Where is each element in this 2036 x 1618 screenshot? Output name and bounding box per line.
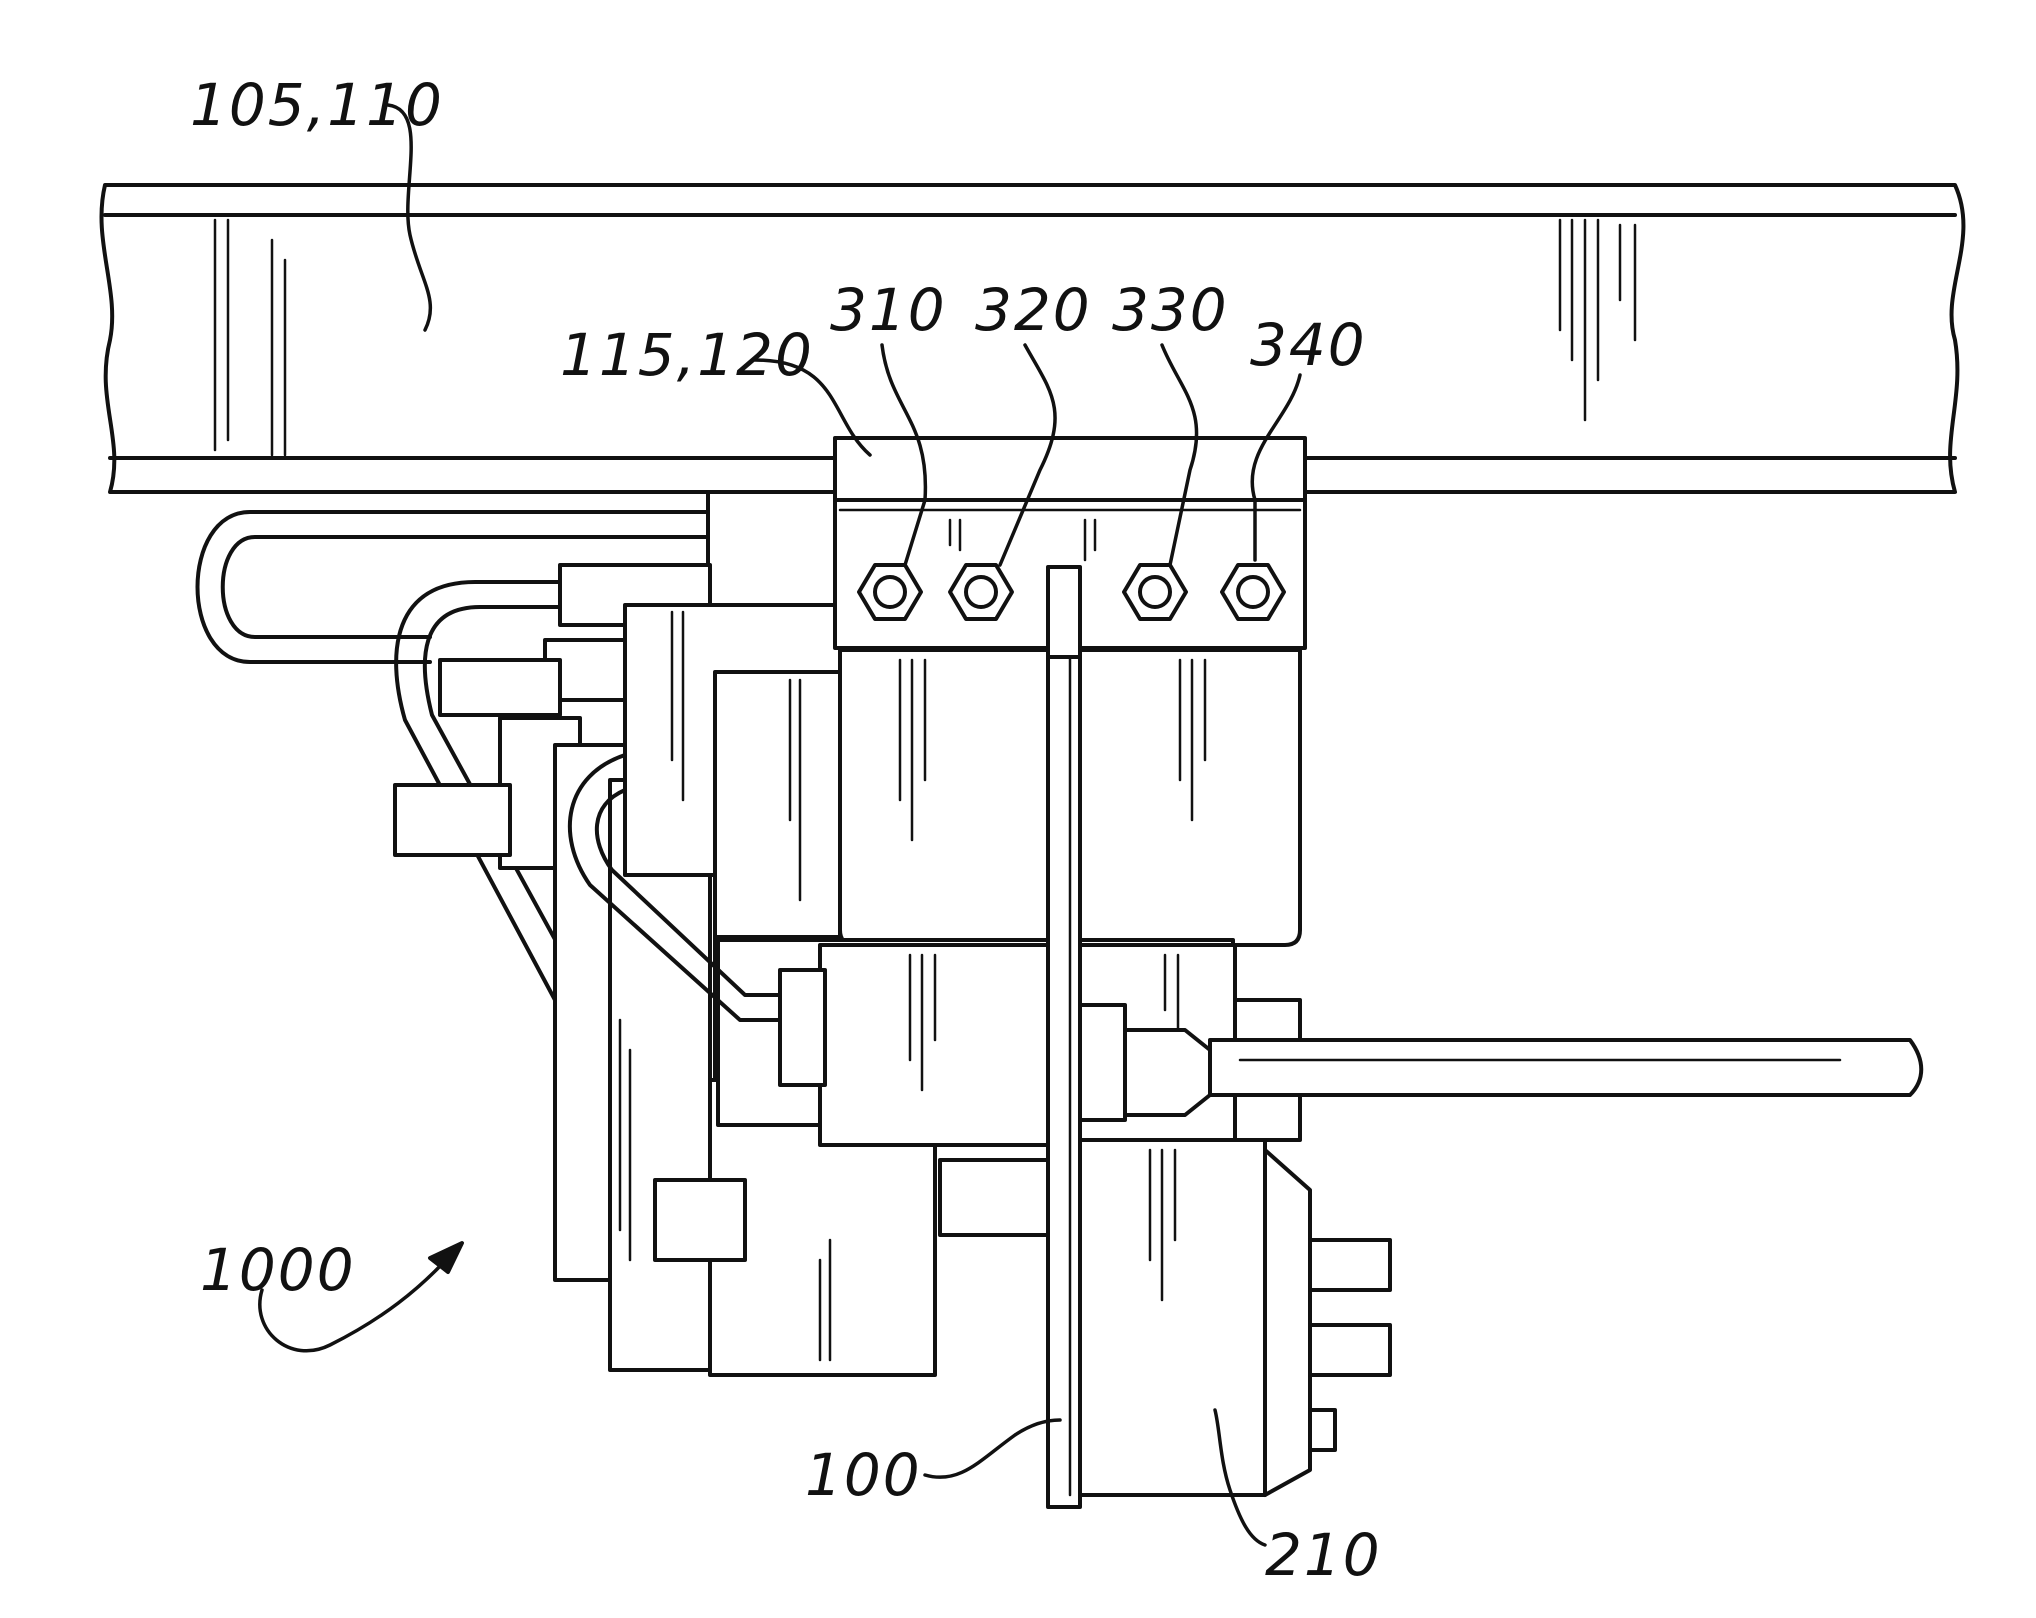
vertical-plate-100	[1048, 567, 1080, 1507]
bolt-340	[1222, 565, 1284, 619]
arrow-1000	[430, 1243, 462, 1272]
lower-right-block-210	[1080, 1140, 1390, 1495]
label-100: 100	[805, 1441, 922, 1509]
clamp-bracket	[835, 438, 1305, 657]
label-340: 340	[1250, 311, 1367, 379]
label-105-110: 105,110	[190, 71, 444, 139]
bolt-310	[859, 565, 921, 619]
bolt-320	[950, 565, 1012, 619]
bolt-330	[1124, 565, 1186, 619]
leader-100	[925, 1420, 1060, 1477]
label-115-120: 115,120	[560, 321, 814, 389]
upper-coil-block	[625, 605, 1300, 945]
label-1000: 1000	[200, 1236, 356, 1304]
label-330: 330	[1112, 276, 1229, 344]
label-310: 310	[830, 276, 947, 344]
label-210: 210	[1265, 1521, 1382, 1589]
label-320: 320	[975, 276, 1092, 344]
